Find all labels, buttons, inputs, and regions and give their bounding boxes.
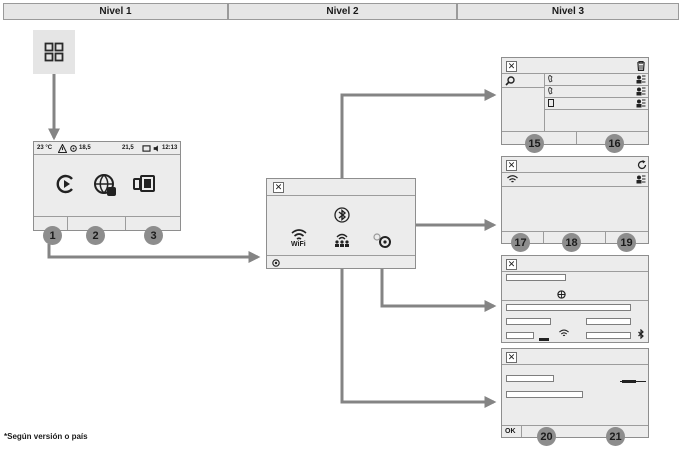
status-fan-value: 18,5 bbox=[79, 145, 91, 151]
list-row-line bbox=[545, 85, 648, 86]
level1-footer-line bbox=[34, 216, 180, 217]
level-header-3: Nivel 3 bbox=[457, 3, 679, 20]
level3-screen-settings: ✕ bbox=[501, 255, 649, 343]
list-row-line bbox=[545, 109, 648, 110]
share-connection-icon[interactable] bbox=[334, 232, 350, 247]
profile-connect-icon[interactable] bbox=[636, 175, 646, 184]
header-line bbox=[502, 172, 648, 173]
options-icon[interactable] bbox=[272, 259, 280, 267]
settings-gear-icon[interactable] bbox=[372, 232, 392, 249]
network-name-field[interactable] bbox=[506, 274, 566, 281]
option-field-left[interactable] bbox=[506, 318, 551, 325]
arrow-to-screen-20 bbox=[340, 248, 497, 408]
share-name-field[interactable] bbox=[506, 375, 554, 382]
bluetooth-icon bbox=[637, 329, 645, 339]
search-line bbox=[502, 87, 544, 88]
wifi-icon[interactable] bbox=[291, 229, 307, 241]
level1-footer-divider-1 bbox=[67, 216, 68, 230]
password-field[interactable] bbox=[506, 304, 631, 311]
badge-20: 20 bbox=[537, 427, 556, 446]
header-line bbox=[502, 271, 648, 272]
warning-icon bbox=[58, 144, 67, 153]
toggle-field-left[interactable] bbox=[506, 332, 534, 339]
media-icon bbox=[153, 145, 160, 152]
ok-button[interactable]: OK bbox=[505, 428, 516, 435]
footnote: *Según versión o país bbox=[4, 432, 88, 441]
badge-15: 15 bbox=[525, 134, 544, 153]
list-row-line bbox=[545, 97, 648, 98]
badge-21: 21 bbox=[606, 427, 625, 446]
close-button[interactable]: ✕ bbox=[506, 259, 517, 270]
footer-divider bbox=[576, 131, 577, 144]
phone-icon bbox=[142, 145, 151, 152]
badge-2: 2 bbox=[86, 226, 105, 245]
level1-footer-divider-2 bbox=[125, 216, 126, 230]
list-row-line bbox=[502, 186, 648, 187]
bluetooth-icon[interactable] bbox=[333, 206, 351, 224]
level2-header-line bbox=[267, 195, 415, 196]
menu-icon-box[interactable] bbox=[33, 30, 75, 74]
grid-menu-icon bbox=[43, 41, 65, 63]
mirror-screen-icon[interactable] bbox=[132, 174, 156, 194]
footer-divider bbox=[543, 231, 544, 243]
refresh-icon[interactable] bbox=[637, 160, 647, 170]
close-button[interactable]: ✕ bbox=[506, 352, 517, 363]
arrow-level1-to-level2 bbox=[47, 244, 261, 263]
fan-icon bbox=[70, 145, 77, 152]
footer-line bbox=[502, 425, 648, 426]
close-button[interactable]: ✕ bbox=[506, 61, 517, 72]
header-line bbox=[502, 73, 648, 74]
wifi-network-icon bbox=[507, 175, 518, 183]
footer-line bbox=[502, 231, 648, 232]
badge-1: 1 bbox=[43, 226, 62, 245]
profile-connect-icon[interactable] bbox=[636, 75, 646, 84]
list-divider bbox=[544, 73, 545, 131]
options-icon[interactable] bbox=[557, 290, 566, 299]
level2-screen: ✕ WiFi bbox=[266, 178, 416, 269]
footer-divider bbox=[521, 425, 522, 437]
level3-screen-wifi: ✕ bbox=[501, 156, 649, 244]
badge-17: 17 bbox=[511, 233, 530, 252]
connected-services-icon[interactable] bbox=[93, 173, 117, 197]
footer-line bbox=[502, 131, 648, 132]
level2-footer-line bbox=[267, 255, 415, 256]
navigation-icon[interactable] bbox=[56, 174, 76, 194]
phone-handset-icon bbox=[548, 87, 554, 95]
share-password-field[interactable] bbox=[506, 391, 583, 398]
level-header-1: Nivel 1 bbox=[3, 3, 228, 20]
status-temp: 23 °C bbox=[37, 145, 53, 151]
search-icon[interactable] bbox=[505, 76, 515, 86]
option-field-right[interactable] bbox=[586, 318, 631, 325]
status-time: 12:13 bbox=[162, 145, 178, 151]
profile-connect-icon[interactable] bbox=[636, 99, 646, 108]
status-bar: 23 °C 18,5 21,5 12:13 bbox=[34, 142, 180, 155]
level1-screen: 23 °C 18,5 21,5 12:13 bbox=[33, 141, 181, 231]
toggle-slider[interactable] bbox=[539, 338, 549, 341]
level3-screen-share: ✕ OK bbox=[501, 348, 649, 438]
profile-connect-icon[interactable] bbox=[636, 87, 646, 96]
wifi-icon bbox=[559, 329, 569, 337]
toggle-field-right[interactable] bbox=[586, 332, 631, 339]
slider-thumb[interactable] bbox=[622, 380, 636, 383]
footer-divider bbox=[605, 231, 606, 243]
badge-19: 19 bbox=[617, 233, 636, 252]
phone-handset-icon bbox=[548, 75, 554, 83]
wifi-label: WiFi bbox=[291, 241, 306, 248]
section-line bbox=[502, 300, 648, 301]
badge-3: 3 bbox=[144, 226, 163, 245]
trash-icon[interactable] bbox=[636, 61, 646, 71]
close-button[interactable]: ✕ bbox=[273, 182, 284, 193]
badge-18: 18 bbox=[562, 233, 581, 252]
header-line bbox=[502, 364, 648, 365]
level3-screen-devices: ✕ bbox=[501, 57, 649, 145]
mirror-device-icon bbox=[548, 99, 554, 107]
close-button[interactable]: ✕ bbox=[506, 160, 517, 171]
level-header-2: Nivel 2 bbox=[228, 3, 457, 20]
arrow-to-screen-15 bbox=[340, 89, 497, 212]
status-value: 21,5 bbox=[122, 145, 134, 151]
badge-16: 16 bbox=[605, 134, 624, 153]
